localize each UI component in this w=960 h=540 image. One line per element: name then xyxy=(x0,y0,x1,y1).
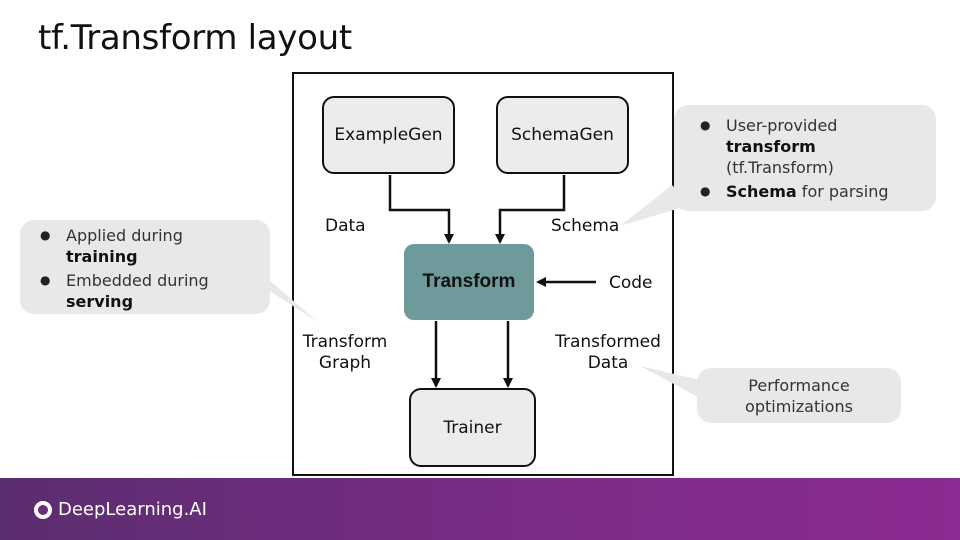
schemagen-label: SchemaGen xyxy=(511,125,614,145)
transformed-data-label: Transformed Data xyxy=(555,332,661,373)
trainer-label: Trainer xyxy=(443,417,502,438)
right-callout: User-provided transform (tf.Transform) S… xyxy=(674,105,936,211)
left-callout: Applied during training Embedded during … xyxy=(20,220,270,314)
brand-logo: DeepLearning.AI xyxy=(34,499,207,520)
code-label: Code xyxy=(609,273,653,293)
schemagen-node: SchemaGen xyxy=(496,96,629,174)
arrow-examplegen-to-transform xyxy=(388,175,454,244)
examplegen-node: ExampleGen xyxy=(322,96,455,174)
right-callout-item-transform: User-provided transform (tf.Transform) xyxy=(692,115,926,178)
bottom-callout-pointer xyxy=(640,366,700,398)
left-callout-item-training: Applied during training xyxy=(32,225,260,267)
slide-title: tf.Transform layout xyxy=(38,18,352,58)
performance-callout: Performance optimizations xyxy=(697,368,901,423)
transform-label: Transform xyxy=(422,271,516,292)
brand-name: DeepLearning.AI xyxy=(58,499,207,520)
transform-graph-label: Transform Graph xyxy=(302,332,388,373)
transform-node: Transform xyxy=(404,244,534,320)
trainer-node: Trainer xyxy=(409,388,536,467)
schema-edge-label: Schema xyxy=(551,216,620,236)
deeplearning-logo-icon xyxy=(34,500,52,519)
footer-bar xyxy=(0,478,960,540)
left-callout-pointer xyxy=(255,268,318,322)
right-callout-pointer xyxy=(620,185,690,226)
left-callout-item-serving: Embedded during serving xyxy=(32,270,260,312)
right-callout-item-schema: Schema for parsing xyxy=(692,181,926,202)
data-edge-label: Data xyxy=(325,216,366,236)
examplegen-label: ExampleGen xyxy=(334,125,443,145)
arrow-schemagen-to-transform xyxy=(495,175,566,244)
